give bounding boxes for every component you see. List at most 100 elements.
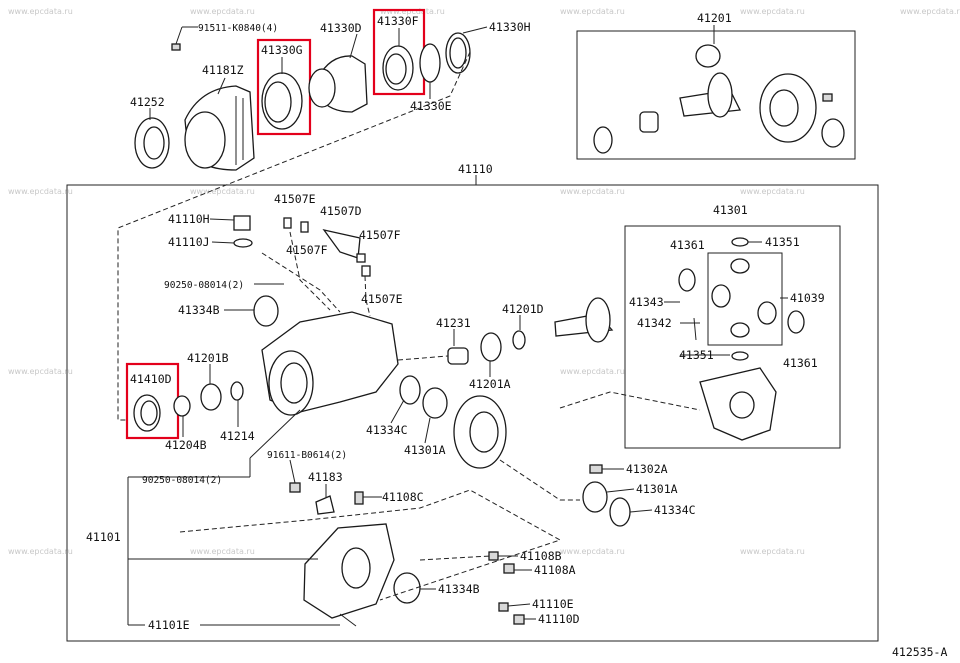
part-spacer [639,111,659,133]
label-41204B: 41204B [165,438,207,452]
label-41301A-a: 41301A [404,443,446,457]
label-41110: 41110 [458,162,493,176]
watermark-layer: www.epcdata.ru www.epcdata.ru www.epcdat… [8,7,960,556]
part-41410D-inner [140,400,158,426]
watermark: www.epcdata.ru [8,187,73,196]
leader-lines [127,25,788,626]
watermark: www.epcdata.ru [560,187,625,196]
label-41507E-b: 41507E [361,292,403,306]
leader [289,459,296,484]
part-41201A-a [480,332,502,362]
part-pinion-gear [707,72,733,118]
box-41301 [624,225,841,449]
part-41507F-a [300,221,309,233]
label-41252: 41252 [130,95,165,109]
label-41361-b: 41361 [783,356,818,370]
top-parts [134,8,471,171]
label-41410D: 41410D [130,372,172,386]
part-41342-shaft [693,317,697,341]
part-41108A [503,563,515,574]
label-41101E: 41101E [148,618,190,632]
label-41108A: 41108A [534,563,576,577]
label-41201: 41201 [697,11,732,25]
part-ring-gear-inner [769,89,799,127]
part-41301A-b [582,481,608,513]
diagram-code: 412535-A [892,645,947,659]
watermark: www.epcdata.ru [740,547,805,556]
part-41110H [233,215,251,231]
label-41330E: 41330E [410,99,452,113]
part-41110E [498,602,509,612]
label-41334B-a: 41334B [178,303,220,317]
label-41181Z: 41181Z [202,63,244,77]
part-41302A [589,464,603,474]
box-41039 [707,252,783,346]
label-41201D: 41201D [502,302,544,316]
part-41361-b [787,310,805,334]
leader [424,417,431,444]
watermark: www.epcdata.ru [560,547,625,556]
label-91511: 91511-K0840(4) [198,23,278,34]
label-41110H: 41110H [168,212,210,226]
leader [462,26,488,34]
label-41110J: 41110J [168,235,210,249]
label-41110E: 41110E [532,597,574,611]
label-41351-a: 41351 [765,235,800,249]
part-bolt [822,93,833,102]
part-side-gear-b [757,301,777,325]
part-41330G-inner [264,81,292,123]
part-91611 [289,482,301,493]
watermark: www.epcdata.ru [8,367,73,376]
main-parts [125,215,805,627]
dashed-line [261,252,341,313]
dashed-line [364,275,371,317]
label-91611: 91611-B0614(2) [267,450,347,461]
part-pinion-mate [730,258,750,274]
box-41110 [66,184,879,642]
label-41330F: 41330F [377,14,419,28]
part-41351-a [731,237,749,247]
part-91511-bolt [171,43,181,51]
watermark: www.epcdata.ru [380,7,445,16]
label-41302A: 41302A [626,462,668,476]
label-41101: 41101 [86,530,121,544]
leader [349,33,358,59]
watermark: www.epcdata.ru [740,7,805,16]
dashed-line [289,231,331,311]
part-ring-gear-main-inner [469,411,499,453]
part-pinion-mate-b [730,322,750,338]
part-41330H-inner [449,37,467,69]
part-41507E-a [283,217,292,229]
part-41351-b [731,351,749,361]
leader [390,399,405,424]
watermark: www.epcdata.ru [740,187,805,196]
dashed-line [179,489,562,601]
dashed-line [117,51,471,421]
box-41201 [576,30,856,160]
part-41231 [447,347,469,365]
part-bearing-small [593,126,613,154]
leader [606,488,635,493]
label-41214: 41214 [220,429,255,443]
label-41507D: 41507D [320,204,362,218]
label-41334C-a: 41334C [366,423,408,437]
part-41183 [315,495,335,515]
part-41214 [230,381,244,401]
part-41101E-bolt [339,613,357,627]
part-41201B [200,383,222,411]
label-41351-b: 41351 [679,348,714,362]
dashed-line [419,555,491,561]
part-41101-bore [341,547,371,589]
leader [217,77,226,95]
part-41252-inner [143,126,165,160]
part-41108B [488,551,499,561]
label-41343: 41343 [629,295,664,309]
watermark: www.epcdata.ru [190,7,255,16]
watermark: www.epcdata.ru [190,547,255,556]
label-41301A-b: 41301A [636,482,678,496]
part-41330D-face [308,68,336,108]
label-41507F-b: 41507F [359,228,401,242]
part-41301-bore [729,391,755,419]
leader [209,218,235,221]
leader [249,409,301,459]
